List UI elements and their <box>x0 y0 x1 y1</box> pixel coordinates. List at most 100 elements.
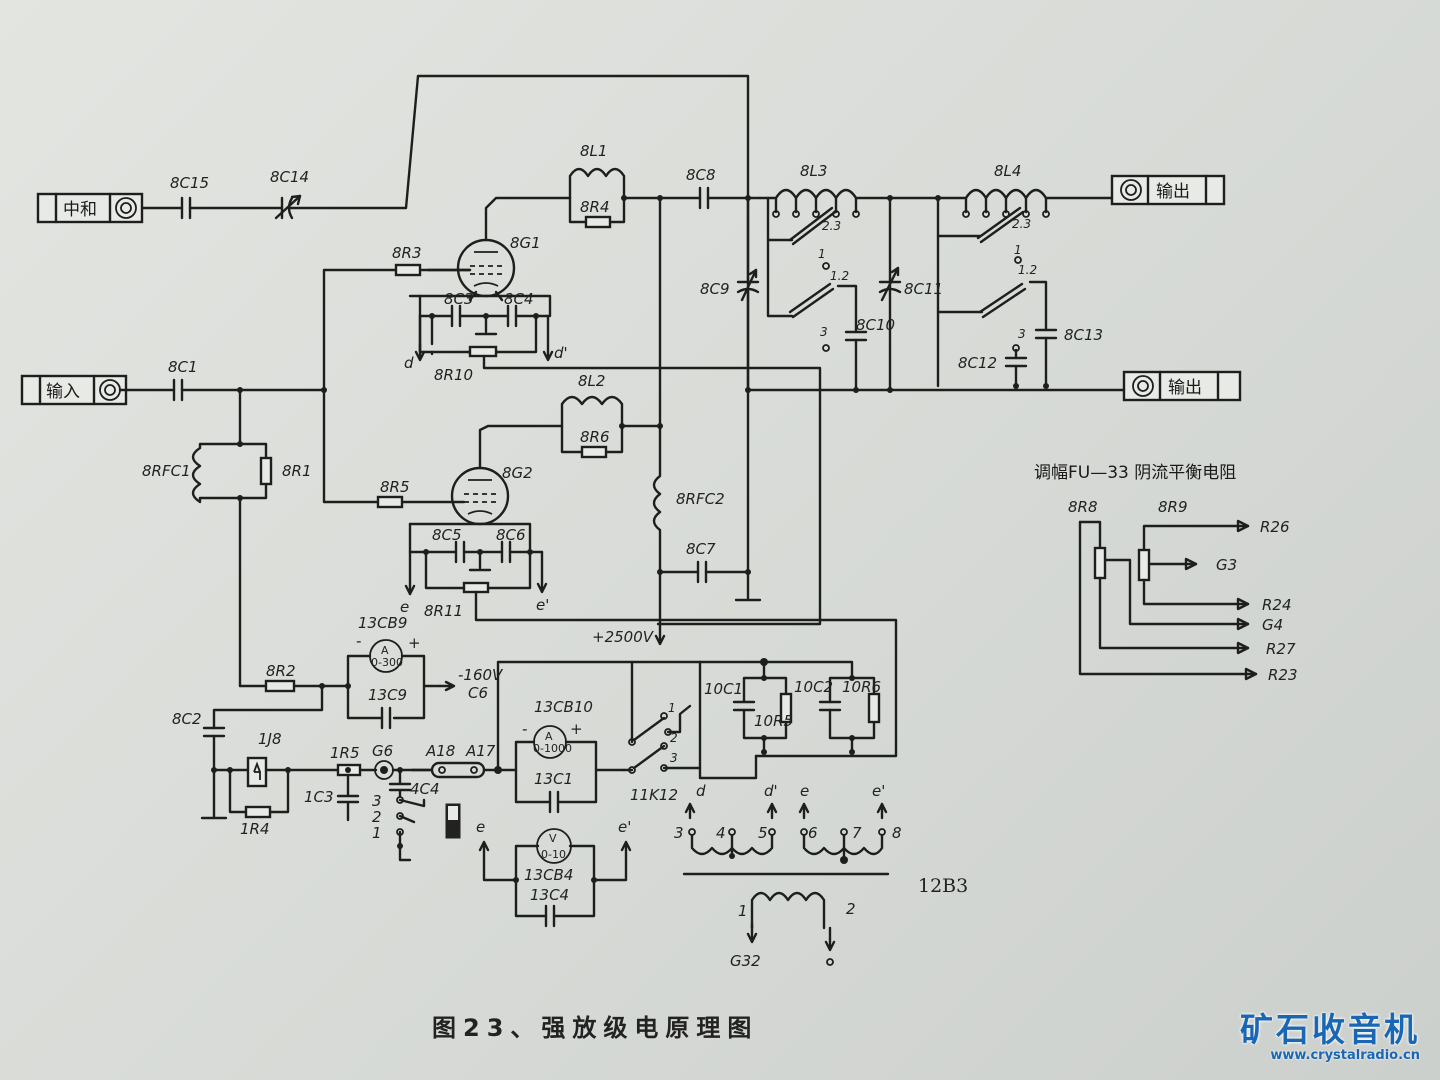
label-10r5: 10R5 <box>754 712 793 730</box>
tr-pin-5: 5 <box>758 824 768 842</box>
node-e: e <box>400 598 409 616</box>
label-8c10: 8C10 <box>856 316 895 334</box>
label-k12-2: 2 <box>670 731 678 745</box>
label-8c4: 8C4 <box>504 290 534 308</box>
connector-output-top: 输出 <box>1110 174 1226 206</box>
label-sw2-p3: 3 <box>1018 327 1026 341</box>
label-a18: A18 <box>425 742 455 760</box>
meter-13cb9-plus: + <box>408 634 421 652</box>
label-8r11: 8R11 <box>424 602 463 620</box>
transformer-12b3: d d' e e' 3 4 5 6 7 8 1 2 G32 12B3 <box>674 782 968 970</box>
tr-pin-3: 3 <box>674 824 684 842</box>
label-g6: G6 <box>372 742 393 760</box>
label-10c2: 10C2 <box>794 678 833 696</box>
label-8l3-tap: 2.3 <box>822 219 841 233</box>
label-8c12: 8C12 <box>958 354 997 372</box>
label-8c3: 8C3 <box>444 290 474 308</box>
bias-line-r26: R26 <box>1260 518 1290 536</box>
label-10r6: 10R6 <box>842 678 881 696</box>
label-8rfc2: 8RFC2 <box>676 490 725 508</box>
label-11k12: 11K12 <box>630 786 678 804</box>
label-8l4-tap: 2.3 <box>1012 217 1031 231</box>
grid-r3: 8R3 <box>322 244 472 392</box>
figure-caption: 图23、强放级电原理图 <box>432 1014 759 1042</box>
label-8l4: 8L4 <box>994 162 1021 180</box>
label-k12-3: 3 <box>670 751 678 765</box>
tube-8g1: 8G1 <box>426 196 572 302</box>
label-8g1: 8G1 <box>510 234 541 252</box>
meter-13cb10-minus: - <box>522 720 527 738</box>
label-k12-1: 1 <box>668 701 676 715</box>
label-8c2: 8C2 <box>172 710 202 728</box>
label-8c8: 8C8 <box>686 166 716 184</box>
connector-output-top-label: 输出 <box>1156 182 1190 202</box>
label-8c6: 8C6 <box>496 526 526 544</box>
label-g32: G32 <box>730 952 761 970</box>
label-8r6: 8R6 <box>580 428 610 446</box>
label-8c5: 8C5 <box>432 526 462 544</box>
label-sw2-p1: 1 <box>1014 243 1022 257</box>
tr-pin-4: 4 <box>716 824 726 842</box>
meter-13cb10-plus: + <box>570 720 583 738</box>
var-cap-8c9: 8C9 <box>700 196 760 392</box>
switch-4c4: 4C4 3 2 1 <box>372 767 461 862</box>
label-8c7: 8C7 <box>686 540 716 558</box>
connector-neutralize: 中和 <box>36 192 144 224</box>
connector-output-bottom: 输出 <box>1122 370 1242 402</box>
bottom-left-network: 8C2 1J8 1R4 1R5 1C3 G6 <box>172 684 394 838</box>
plate-tank-8l1: 8L1 8R4 <box>568 142 662 229</box>
label-8c14: 8C14 <box>270 168 309 186</box>
label-sw3-2: 2 <box>372 808 382 826</box>
label-12b3: 12B3 <box>918 875 968 897</box>
ground-bus <box>745 383 1126 393</box>
shunt-network: 10C1 10R5 10C2 10R6 <box>698 658 881 755</box>
label-8r9: 8R9 <box>1158 498 1188 516</box>
label-sw1-p12: 1.2 <box>830 269 849 283</box>
meter-13cb4-v-mark: V <box>549 832 557 845</box>
label-sw1-p1: 1 <box>818 247 826 261</box>
label-13c1: 13C1 <box>534 770 573 788</box>
node-bias: -160V <box>458 666 504 684</box>
label-8l2: 8L2 <box>578 372 605 390</box>
meter-13cb9-a-mark: A <box>381 644 389 657</box>
cathode-net-2: 8C5 8C6 8R11 e e' <box>400 522 898 758</box>
label-8g2: 8G2 <box>502 464 533 482</box>
tr-pin-6: 6 <box>808 824 818 842</box>
label-sw3-1: 1 <box>372 824 382 842</box>
label-8l1: 8L1 <box>580 142 607 160</box>
node-hv: +2500V <box>592 628 655 646</box>
label-sw2-p12: 1.2 <box>1018 263 1037 277</box>
bias-line-g4: G4 <box>1262 616 1283 634</box>
coupling-8c8: 8C8 <box>657 166 762 210</box>
meter-13cb10-a-mark: A <box>545 730 553 743</box>
label-sw1-p3: 3 <box>820 325 828 339</box>
bias-balance-network: 调幅FU—33 阴流平衡电阻 8R8 8R9 R26 G3 R24 G4 R27… <box>1034 463 1298 684</box>
label-8r10: 8R10 <box>434 366 473 384</box>
link-a18-a17: A18 A17 <box>410 660 702 779</box>
connector-output-bottom-label: 输出 <box>1168 378 1202 398</box>
meter-13cb4-scale: 0-10 <box>541 848 566 861</box>
label-1r5: 1R5 <box>330 744 360 762</box>
node-d: d <box>404 354 414 372</box>
tr-node-d-prime: d' <box>764 782 778 800</box>
plate-tank-8l2: 8L2 8R6 <box>560 372 663 459</box>
tr-pin-8: 8 <box>892 824 902 842</box>
switch-11k12: 1 2 3 11K12 <box>622 660 758 804</box>
label-13cb4: 13CB4 <box>524 866 573 884</box>
label-8c15: 8C15 <box>170 174 209 192</box>
tube-8g2: 8G2 8R5 <box>322 388 564 526</box>
label-13c4: 13C4 <box>530 886 569 904</box>
tr-pin-7: 7 <box>852 824 862 842</box>
label-1j8: 1J8 <box>258 730 282 748</box>
connector-neutralize-label: 中和 <box>63 200 97 220</box>
label-1c3: 1C3 <box>304 788 334 806</box>
tr-node-d: d <box>696 782 706 800</box>
hv-feed: 8RFC2 8C7 +2500V <box>592 196 762 646</box>
label-a17: A17 <box>465 742 496 760</box>
var-cap-8c11: 8C11 <box>878 266 943 302</box>
tank-8l3: 2.3 8L3 <box>758 162 892 392</box>
neutralize-line: 8C15 8C14 <box>140 74 750 392</box>
label-8rfc1: 8RFC1 <box>142 462 191 480</box>
